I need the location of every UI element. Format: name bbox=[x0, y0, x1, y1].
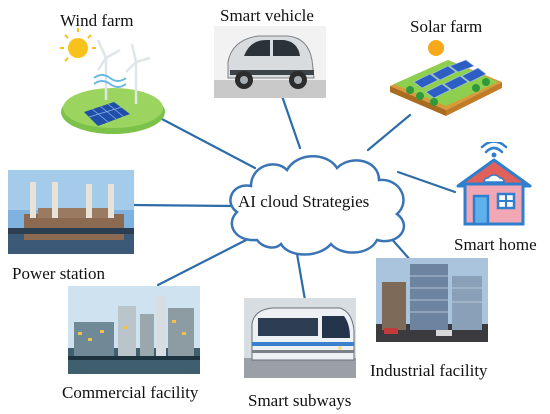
connector-home bbox=[396, 170, 457, 194]
commercial-facility-photo bbox=[68, 286, 200, 374]
cloud-outline bbox=[229, 155, 406, 256]
ai-cloud-shape bbox=[229, 155, 406, 256]
node-label-industrial: Industrial facility bbox=[370, 361, 488, 380]
wind-farm-illustration bbox=[60, 28, 165, 134]
smart-home-icon bbox=[456, 142, 532, 226]
power-station-photo bbox=[8, 170, 134, 254]
node-label-wind: Wind farm bbox=[60, 11, 134, 30]
smart-car-photo bbox=[214, 26, 326, 98]
industrial-building-photo bbox=[376, 258, 488, 342]
subway-train-photo bbox=[244, 298, 356, 378]
connector-subway bbox=[294, 246, 307, 302]
solar-farm-illustration bbox=[390, 40, 502, 116]
connector-solar bbox=[366, 113, 412, 152]
node-label-home: Smart home bbox=[454, 235, 537, 254]
center-label: AI cloud Strategies bbox=[238, 192, 370, 211]
node-label-subway: Smart subways bbox=[248, 391, 352, 410]
node-label-solar: Solar farm bbox=[410, 17, 483, 36]
node-label-power: Power station bbox=[12, 264, 106, 283]
node-label-vehicle: Smart vehicle bbox=[220, 6, 314, 25]
connector-wind bbox=[158, 116, 257, 170]
node-label-commercial: Commercial facility bbox=[62, 383, 199, 402]
connector-commercial bbox=[156, 236, 252, 287]
connector-power bbox=[130, 203, 234, 208]
connector-vehicle bbox=[280, 94, 302, 150]
